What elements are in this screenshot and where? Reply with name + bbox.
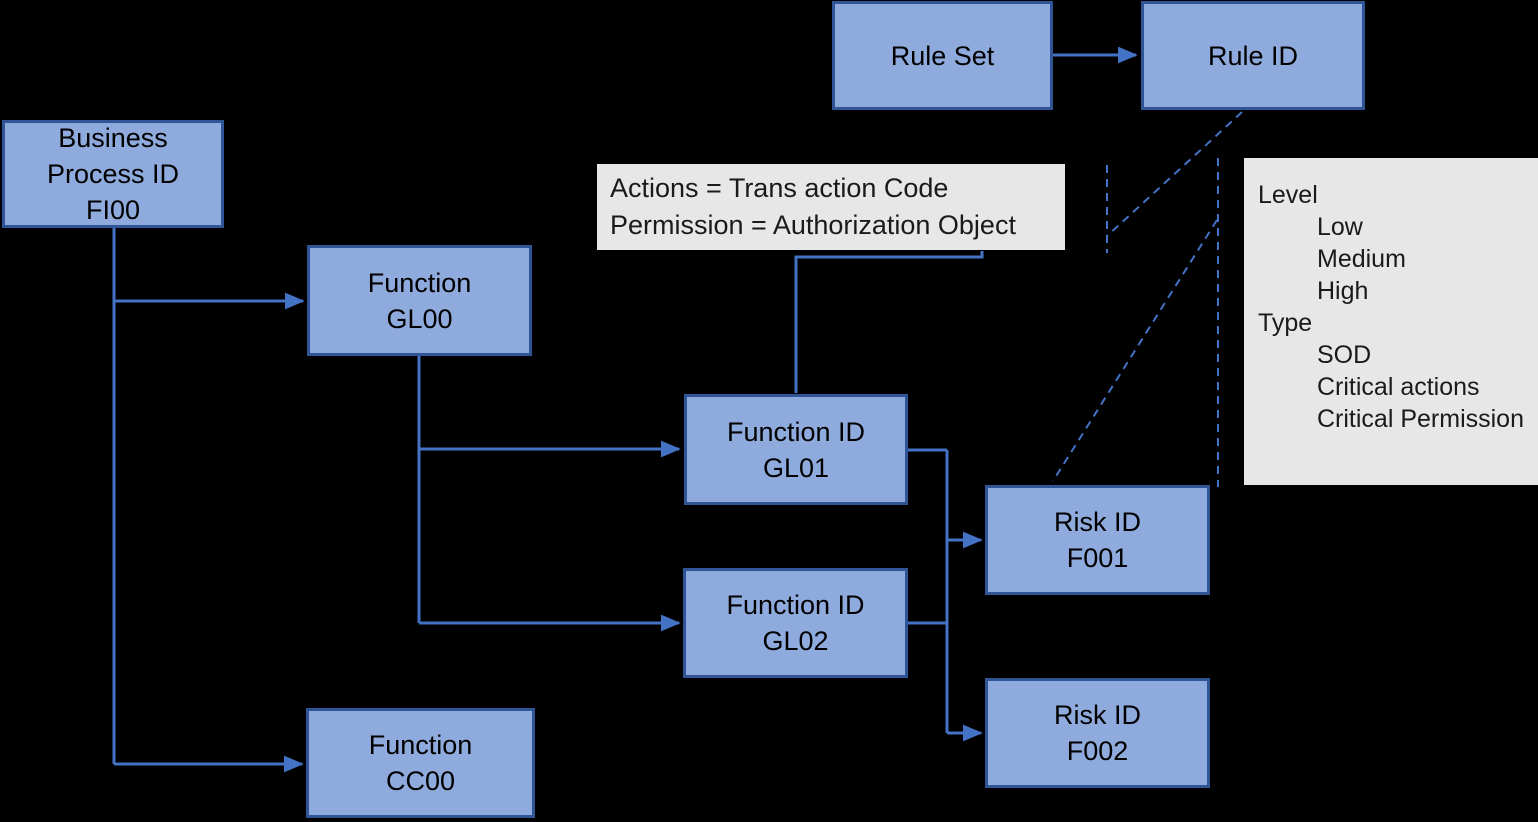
node-label-line: GL00 [386,303,453,334]
node-label-line: Function [368,730,473,760]
node-label-line: F001 [1066,543,1129,573]
node-label-line: Business [58,123,168,153]
node-risk-id-f001: Risk ID F001 [985,485,1210,595]
node-rule-id: Rule ID [1141,1,1365,110]
legend-line: High [1317,277,1369,305]
legend-line: Low [1317,213,1363,241]
legend-line: SOD [1317,341,1372,369]
node-label-line: GL02 [762,626,829,656]
legend-line: Critical actions [1317,373,1480,401]
legend-line: Level [1258,181,1318,209]
node-label-line: Rule ID [1207,40,1299,71]
node-label-line: Rule Set [890,40,995,71]
note-line: Permission = Authorization Object [610,210,1016,240]
note-line: Actions = Trans action Code [610,173,949,203]
node-function-id-gl02: Function ID GL02 [683,568,908,678]
node-function-cc00: Function CC00 [306,708,535,818]
dashed-to-f001-diagonal [1052,219,1218,482]
legend-line: Critical Permission [1317,405,1524,433]
legend-line: Medium [1317,245,1406,273]
node-label-line: FI00 [85,195,141,225]
node-label-line: Function ID [726,416,866,447]
node-function-id-gl01: Function ID GL01 [684,394,908,505]
node-label-line: Risk ID [1054,507,1141,537]
node-label-line: CC00 [385,766,456,796]
node-label-line: Risk ID [1054,700,1141,730]
node-rule-set: Rule Set [832,1,1053,110]
legend-line: Type [1258,309,1313,337]
node-label-line: Function [367,267,472,298]
note-level-type-legend: Level Low Medium High Type SOD Critical … [1244,158,1538,485]
node-label-line: Function ID [726,590,865,620]
node-risk-id-f002: Risk ID F002 [985,678,1210,788]
node-label-line: F002 [1066,736,1129,766]
node-function-gl00: Function GL00 [307,245,532,356]
connector-actionsnote-to-gl01 [794,251,984,393]
dashed-ruleid-diagonal [1106,111,1243,237]
node-business-process-id: Business Process ID FI00 [2,120,224,228]
node-label-line: GL01 [762,452,830,483]
node-label-line: Process ID [46,159,180,189]
note-actions-permission: Actions = Trans action Code Permission =… [597,164,1065,250]
